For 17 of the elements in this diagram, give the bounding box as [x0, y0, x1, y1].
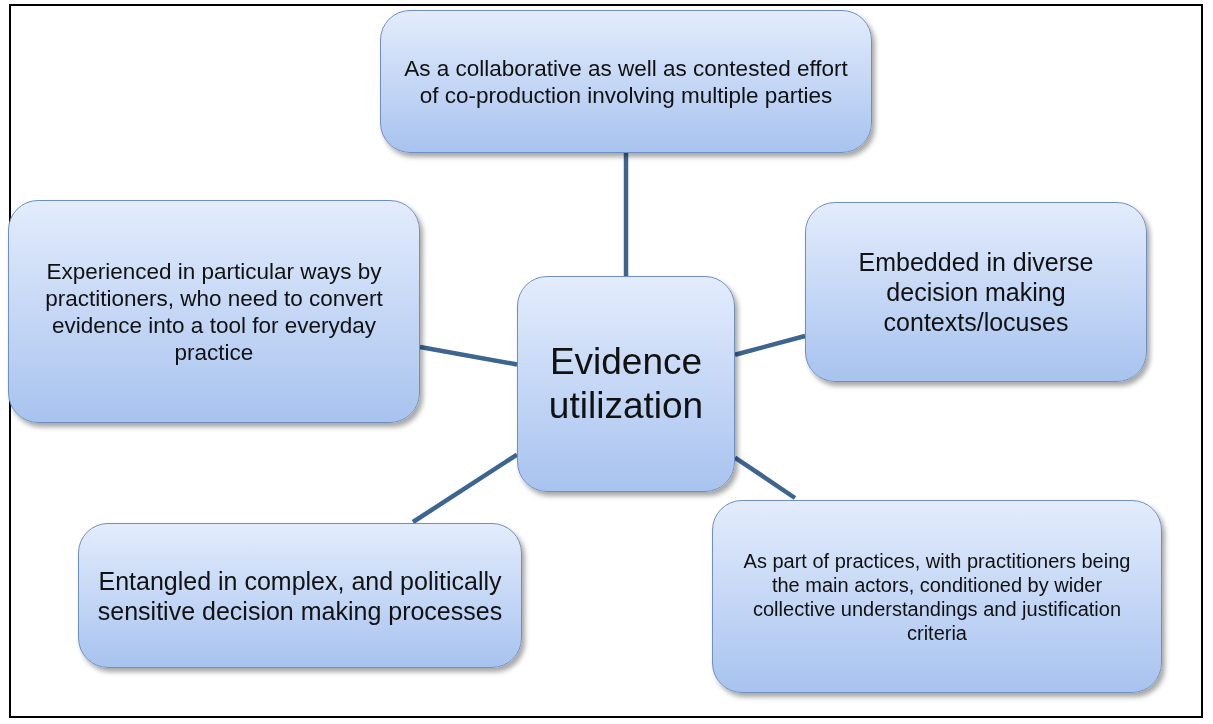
- aspect-box: [380, 10, 872, 153]
- connector-line: [419, 344, 518, 367]
- aspect-text: As part of practices, with practitioners being the main actors, conditioned by wider collective understandings and justification criteria: [742, 548, 1132, 645]
- central-topic-box: [517, 276, 735, 492]
- aspect-box: [8, 200, 420, 423]
- connector-line: [734, 333, 806, 357]
- connector-line: [623, 153, 629, 276]
- aspect-text: Embedded in diverse decision making contexts/locuses: [857, 247, 1095, 337]
- aspect-box: [805, 202, 1147, 382]
- aspect-box: [712, 500, 1162, 693]
- aspect-text: Entangled in complex, and politically sensitive decision making processes: [97, 565, 503, 626]
- aspect-box: [78, 523, 522, 668]
- connector-line: [411, 452, 519, 524]
- aspect-text: Experienced in particular ways by practitioners, who need to convert evidence into a tool for everyday practice: [44, 257, 384, 366]
- aspect-text: As a collaborative as well as contested effort of co-production involving multiple parties: [403, 54, 849, 109]
- connector-line: [733, 455, 797, 500]
- topic-title: Evidence utilization: [547, 339, 705, 428]
